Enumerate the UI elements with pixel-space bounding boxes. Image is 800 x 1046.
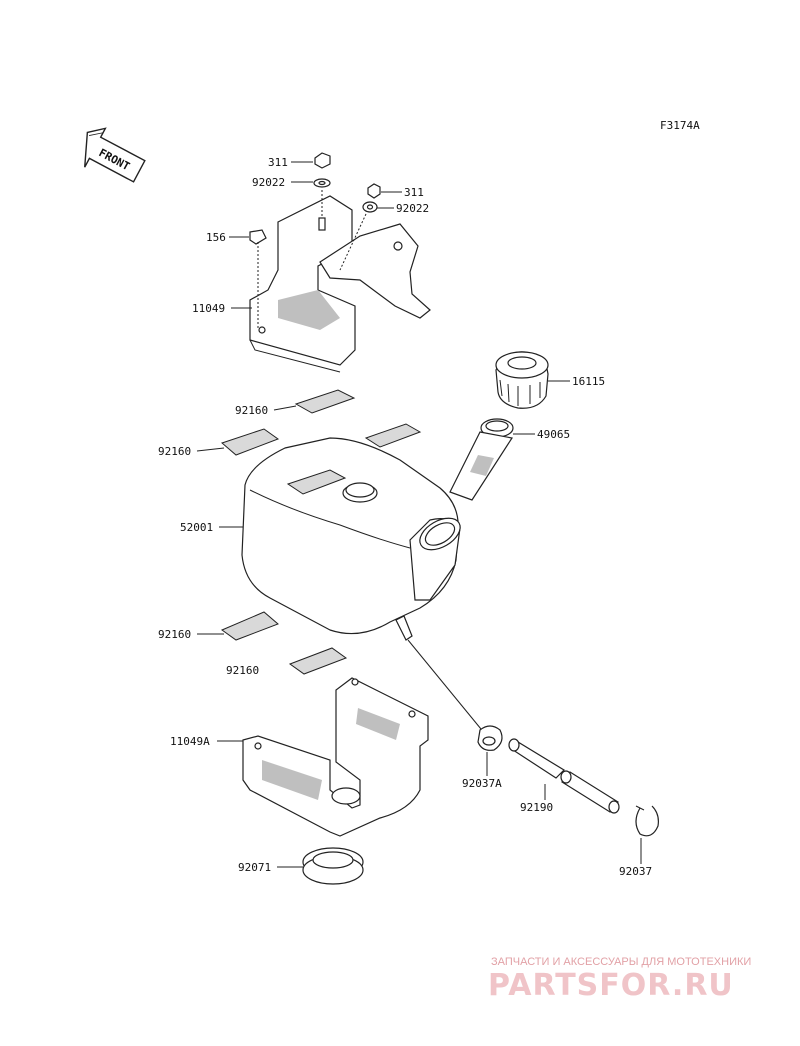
filler-cap-16115-icon — [495, 351, 549, 409]
pad-92160-top-right-icon — [364, 423, 422, 448]
watermark-tagline: ЗАПЧАСТИ И АКСЕССУАРЫ ДЛЯ МОТОТЕХНИКИ — [491, 956, 751, 968]
label-92160-a: 92160 — [235, 404, 268, 417]
pad-92160-d-icon — [288, 647, 348, 675]
nut-311-b-icon — [367, 183, 381, 199]
grommet-92071-icon — [302, 847, 364, 885]
pad-92160-b-icon — [221, 428, 280, 456]
label-311-a: 311 — [268, 156, 288, 169]
label-52001: 52001 — [180, 521, 213, 534]
pad-92160-a-icon — [294, 389, 356, 414]
nut-311-a-icon — [314, 152, 331, 169]
label-92022-a: 92022 — [252, 176, 285, 189]
fuel-tank-52001 — [241, 437, 461, 641]
figure-code: F3174A — [660, 119, 700, 132]
label-11049A: 11049A — [170, 735, 210, 748]
label-92160-c: 92160 — [158, 628, 191, 641]
tank-filler-neck — [409, 517, 461, 601]
washer-92022-a-icon — [313, 178, 331, 188]
label-49065: 49065 — [537, 428, 570, 441]
label-92071: 92071 — [238, 861, 271, 874]
bolt-156-icon — [249, 229, 267, 330]
label-11049: 11049 — [192, 302, 225, 315]
lower-bracket-11049A — [242, 677, 429, 837]
pad-92160-c-icon — [220, 611, 279, 641]
label-16115: 16115 — [572, 375, 605, 388]
label-92190: 92190 — [520, 801, 553, 814]
clamp-92037A-icon — [477, 725, 503, 751]
label-92037: 92037 — [619, 865, 652, 878]
watermark-brand: PARTSFOR.RU — [488, 968, 734, 1003]
label-92022-b: 92022 — [396, 202, 429, 215]
fuel-hose-92190-icon — [508, 738, 620, 814]
label-311-b: 311 — [404, 186, 424, 199]
label-92160-d: 92160 — [226, 664, 259, 677]
filler-strainer-49065-icon — [449, 418, 514, 501]
label-156: 156 — [206, 231, 226, 244]
front-arrow-icon: FRONT — [84, 127, 146, 183]
label-92037A: 92037A — [462, 777, 502, 790]
upper-bracket-11049 — [249, 195, 431, 373]
clamp-92037-icon — [635, 805, 659, 837]
washer-92022-b-icon — [362, 201, 378, 213]
label-92160-b: 92160 — [158, 445, 191, 458]
